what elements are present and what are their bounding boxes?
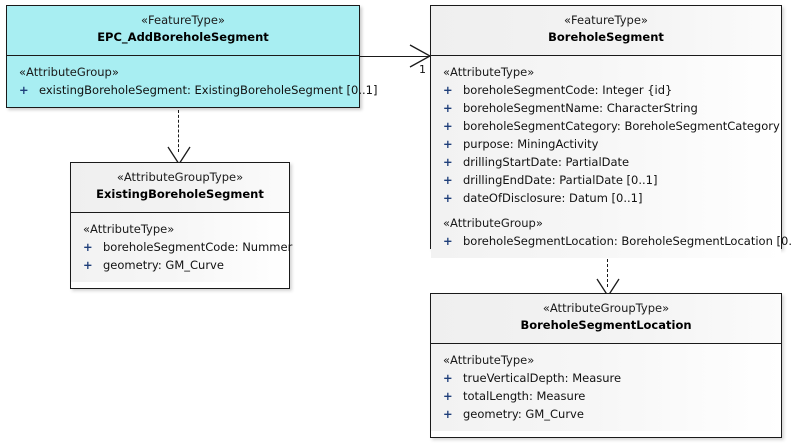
attribute-row[interactable]: + trueVerticalDepth: Measure <box>431 369 781 387</box>
attribute-signature: boreholeSegmentName: CharacterString <box>463 101 698 115</box>
attribute-signature: boreholeSegmentCode: Nummer <box>103 240 293 254</box>
attribute-row[interactable]: + existingBoreholeSegment: ExistingBoreho… <box>7 81 377 99</box>
attribute-group-label: «AttributeType» <box>83 222 175 236</box>
class-header-borehole-segment: «FeatureType» BoreholeSegment <box>431 6 781 56</box>
attribute-signature: dateOfDisclosure: Datum [0..1] <box>463 191 643 205</box>
class-stereotype: «FeatureType» <box>564 13 648 27</box>
attribute-visibility: + <box>443 155 453 169</box>
attribute-group-label: «AttributeGroup» <box>19 65 119 79</box>
association-line-epc-to-boreholesegment[interactable] <box>360 56 430 57</box>
attribute-row[interactable]: + drillingEndDate: PartialDate [0..1] <box>431 171 781 189</box>
attribute-visibility: + <box>443 389 453 403</box>
attribute-visibility: + <box>443 234 453 248</box>
class-body-existing-borehole-segment: «AttributeType» + boreholeSegmentCode: Nu… <box>71 213 293 282</box>
class-name: BoreholeSegmentLocation <box>520 318 692 332</box>
attribute-visibility: + <box>443 371 453 385</box>
attribute-signature: trueVerticalDepth: Measure <box>463 371 622 385</box>
attribute-signature: geometry: GM_Curve <box>103 258 224 272</box>
attribute-row[interactable]: + boreholeSegmentCode: Nummer <box>71 238 293 256</box>
attribute-signature: geometry: GM_Curve <box>463 407 584 421</box>
attribute-signature: drillingEndDate: PartialDate [0..1] <box>463 173 658 187</box>
class-body-borehole-segment: «AttributeType» + boreholeSegmentCode: In… <box>431 56 793 258</box>
dependency-line-boreholesegment-to-location[interactable] <box>607 249 608 287</box>
class-body-epc-add-borehole-segment: «AttributeGroup» + existingBoreholeSegmen… <box>7 56 377 107</box>
class-header-epc-add-borehole-segment: «FeatureType» EPC_AddBoreholeSegment <box>7 6 359 56</box>
attribute-row[interactable]: + boreholeSegmentCode: Integer {id} <box>431 81 781 99</box>
class-box-epc-add-borehole-segment[interactable]: «FeatureType» EPC_AddBoreholeSegment «At… <box>6 5 377 108</box>
attribute-signature: boreholeSegmentCategory: BoreholeSegment… <box>463 119 780 133</box>
class-name: BoreholeSegment <box>548 30 664 44</box>
class-header-existing-borehole-segment: «AttributeGroupType» ExistingBoreholeSeg… <box>71 163 289 213</box>
attribute-signature: purpose: MiningActivity <box>463 137 599 151</box>
class-header-borehole-segment-location: «AttributeGroupType» BoreholeSegmentLoca… <box>431 294 781 344</box>
attribute-row[interactable]: + boreholeSegmentLocation: BoreholeSegmen… <box>431 232 793 250</box>
attribute-row[interactable]: + purpose: MiningActivity <box>431 135 781 153</box>
attribute-signature: boreholeSegmentLocation: BoreholeSegment… <box>463 234 793 248</box>
attribute-group-label: «AttributeType» <box>443 353 535 367</box>
attribute-signature: boreholeSegmentCode: Integer {id} <box>463 83 673 97</box>
attribute-visibility: + <box>443 191 453 205</box>
attribute-row[interactable]: + geometry: GM_Curve <box>71 256 289 274</box>
class-body-borehole-segment-location: «AttributeType» + trueVerticalDepth: Meas… <box>431 344 781 431</box>
attribute-visibility: + <box>443 407 453 421</box>
attribute-visibility: + <box>443 119 453 133</box>
attribute-visibility: + <box>19 83 29 97</box>
association-target-multiplicity: 1 <box>419 63 426 76</box>
attribute-row[interactable]: + drillingStartDate: PartialDate <box>431 153 781 171</box>
class-box-borehole-segment-location[interactable]: «AttributeGroupType» BoreholeSegmentLoca… <box>430 293 782 438</box>
attribute-group-label-2: «AttributeGroup» <box>443 216 543 230</box>
attribute-row[interactable]: + geometry: GM_Curve <box>431 405 781 423</box>
attribute-row[interactable]: + totalLength: Measure <box>431 387 781 405</box>
class-stereotype: «AttributeGroupType» <box>542 301 670 315</box>
class-stereotype: «AttributeGroupType» <box>116 170 244 184</box>
class-box-existing-borehole-segment[interactable]: «AttributeGroupType» ExistingBoreholeSeg… <box>70 162 293 289</box>
class-name: EPC_AddBoreholeSegment <box>97 30 269 44</box>
attribute-visibility: + <box>443 137 453 151</box>
attribute-visibility: + <box>443 173 453 187</box>
class-name: ExistingBoreholeSegment <box>96 187 264 201</box>
attribute-group-label: «AttributeType» <box>443 65 535 79</box>
attribute-row[interactable]: + dateOfDisclosure: Datum [0..1] <box>431 189 781 207</box>
class-box-borehole-segment[interactable]: «FeatureType» BoreholeSegment «Attribute… <box>430 5 793 258</box>
attribute-row[interactable]: + boreholeSegmentCategory: BoreholeSegmen… <box>431 117 781 135</box>
dependency-line-epc-to-existingboreholesegment[interactable] <box>178 110 179 152</box>
attribute-row[interactable]: + boreholeSegmentName: CharacterString <box>431 99 781 117</box>
attribute-visibility: + <box>83 240 93 254</box>
attribute-visibility: + <box>83 258 93 272</box>
attribute-signature: drillingStartDate: PartialDate <box>463 155 630 169</box>
class-stereotype: «FeatureType» <box>141 13 225 27</box>
attribute-visibility: + <box>443 101 453 115</box>
attribute-signature: totalLength: Measure <box>463 389 586 403</box>
attribute-visibility: + <box>443 83 453 97</box>
attribute-signature: existingBoreholeSegment: ExistingBorehol… <box>39 83 378 97</box>
